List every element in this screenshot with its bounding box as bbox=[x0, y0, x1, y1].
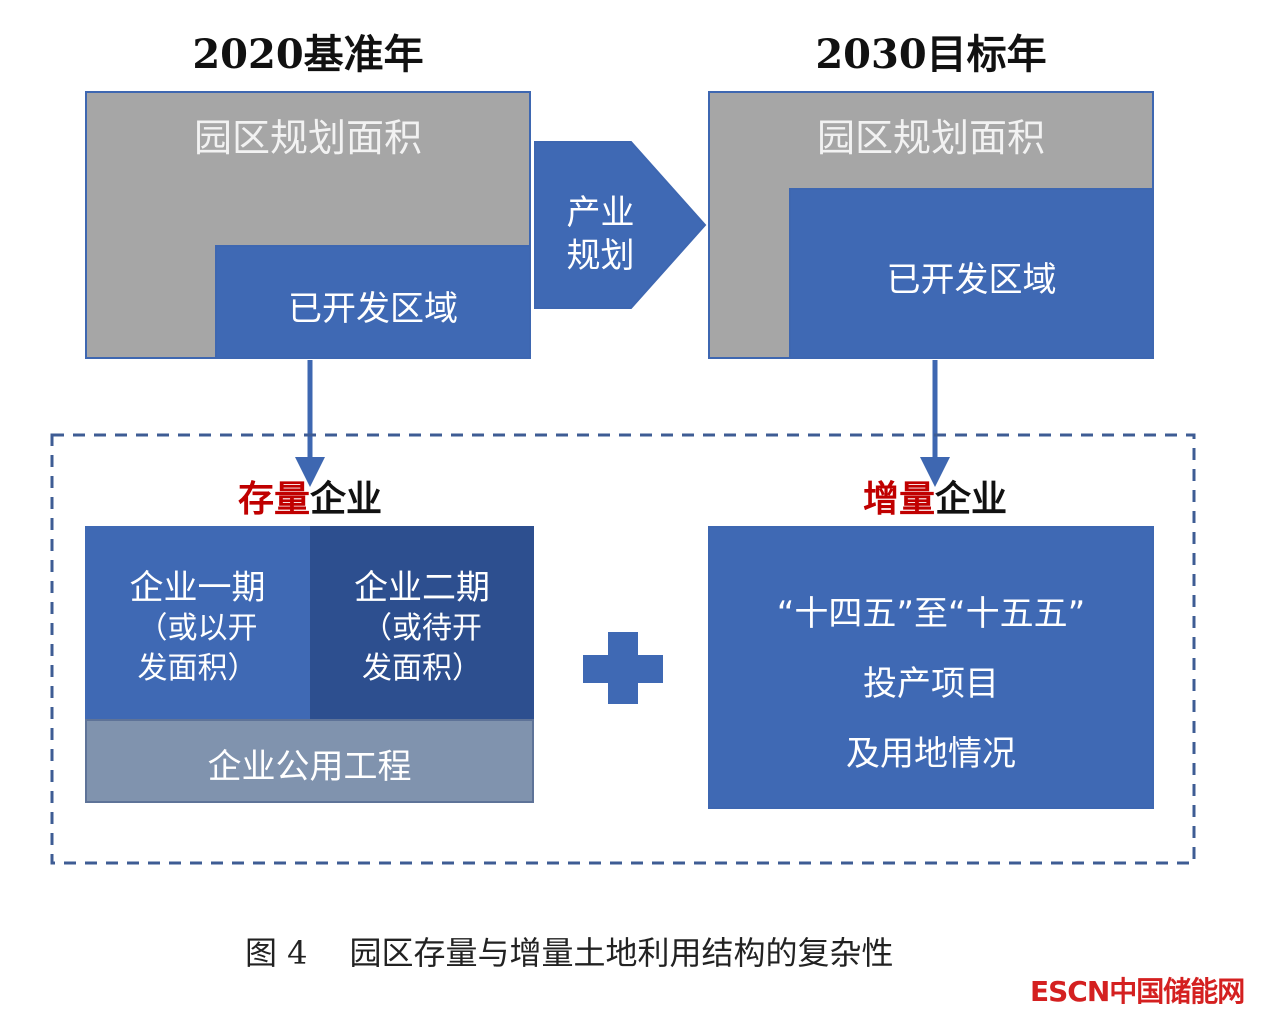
right-developed-box: 已开发区域 bbox=[789, 188, 1154, 359]
public-engineering-label: 企业公用工程 bbox=[207, 747, 412, 787]
phase1-sub2: 发面积） bbox=[137, 651, 258, 686]
escn-watermark-logo: ESCN中国储能网 bbox=[1030, 975, 1245, 1008]
phase2-box: 企业二期 （或待开 发面积） bbox=[310, 526, 534, 719]
left-developed-box: 已开发区域 bbox=[215, 245, 531, 359]
phase1-title: 企业一期 bbox=[129, 568, 266, 608]
existing-label-rest: 企业 bbox=[310, 479, 383, 520]
phase1-box: 企业一期 （或以开 发面积） bbox=[85, 526, 310, 719]
incremental-enterprise-label: 增量企业 bbox=[825, 470, 1045, 522]
enterprise-dashed-box bbox=[50, 433, 1196, 865]
arrow-label-line1: 产业 bbox=[566, 193, 635, 233]
figure-number: 图 4 bbox=[245, 934, 308, 972]
incremental-line1: “十四五”至“十五五” bbox=[776, 594, 1086, 634]
incremental-label-highlight: 增量 bbox=[862, 479, 935, 520]
arrow-label-line2: 规划 bbox=[566, 236, 635, 276]
left-year-title: 2020基准年 bbox=[192, 31, 424, 78]
figure-caption: 图 4 园区存量与增量土地利用结构的复杂性 bbox=[245, 928, 894, 974]
incremental-label-rest: 企业 bbox=[935, 479, 1008, 520]
existing-label-highlight: 存量 bbox=[237, 479, 310, 520]
incremental-line2: 投产项目 bbox=[863, 664, 999, 704]
existing-enterprise-label: 存量企业 bbox=[200, 470, 420, 522]
incremental-box: “十四五”至“十五五” 投产项目 及用地情况 bbox=[708, 526, 1154, 809]
incremental-line3: 及用地情况 bbox=[846, 734, 1016, 774]
right-developed-label: 已开发区域 bbox=[886, 260, 1057, 300]
right-year-title: 2030目标年 bbox=[815, 31, 1047, 78]
public-engineering-box: 企业公用工程 bbox=[85, 719, 534, 803]
left-developed-label: 已开发区域 bbox=[288, 289, 458, 329]
phase1-sub1: （或以开 bbox=[137, 611, 258, 646]
phase2-title: 企业二期 bbox=[354, 568, 490, 608]
right-plan-area-label: 园区规划面积 bbox=[816, 116, 1045, 160]
phase2-sub1: （或待开 bbox=[362, 611, 482, 646]
left-plan-area-label: 园区规划面积 bbox=[193, 116, 422, 160]
plus-icon bbox=[583, 632, 663, 704]
figure-title: 园区存量与增量土地利用结构的复杂性 bbox=[349, 934, 894, 972]
industry-planning-arrow bbox=[534, 141, 707, 309]
phase2-sub2: 发面积） bbox=[362, 651, 482, 686]
